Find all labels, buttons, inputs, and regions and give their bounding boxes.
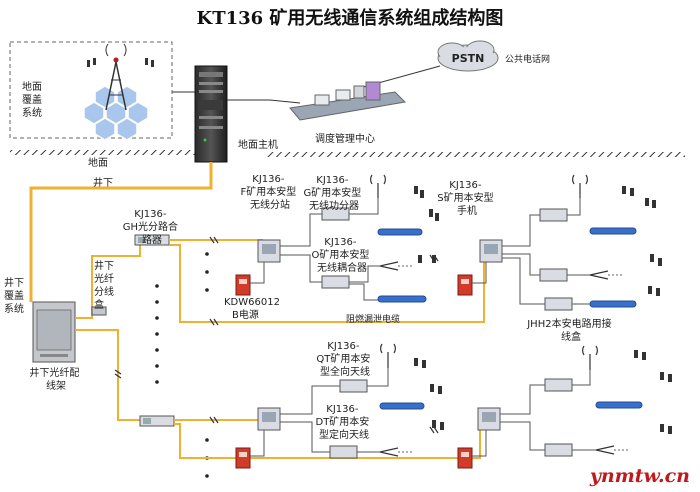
diagram-title: KT136 矿用无线通信系统组成结构图 [197,7,504,29]
pstn-cloud [437,40,499,72]
continuation-dots [155,252,209,478]
coax-bottom-right [500,370,596,451]
underground-level-label: 井下 [93,176,113,189]
leaky-cable-5 [379,402,425,410]
dispatch-center [289,81,407,121]
signal-lines-top [398,265,624,276]
dt-antenna-unit [329,445,358,459]
power-supply-right-bottom [457,447,473,469]
fiber-box-label: 井下 光纤 分线 盒 [94,259,117,311]
g-splitter-label: KJ136- G矿用本安型 无线功分器 [304,175,365,212]
fiber-to-gh-bottom [75,329,142,421]
fiber-frame-label: 井下光纤配 线架 [29,366,82,392]
cell-tower-icon [105,43,127,111]
coax-top-right [502,198,590,305]
leaky-cable-6 [595,401,643,409]
cellular-hexagons [83,85,149,141]
power-supply-top [235,274,251,296]
f-substation-top-right [479,239,503,263]
dt-antenna-unit-right [544,443,573,457]
s-handset-label: KJ136- S矿用本安型 手机 [437,180,497,217]
gh-splitter-bottom [139,415,175,427]
dispatch-label: 调度管理中心 [315,132,375,145]
handset-icons-underground [414,186,672,434]
underground-coverage-label: 井下 覆盖 系统 [4,276,27,315]
leaky-cable-2 [377,295,427,303]
handset-icons-surface [87,58,154,67]
qt-antenna-unit [339,379,368,393]
fiber-gh-to-f-top [169,239,263,258]
f-substation-top-left [257,239,281,263]
qt-antenna-label: KJ136- QT矿用本安 型全向天线 [316,341,373,378]
coax-bottom-left [280,368,389,453]
g-power-splitter-right [539,208,568,222]
link-host-dispatch [227,99,301,104]
ground-label: 地面 [88,156,108,169]
underground-ceiling-strip [265,152,685,157]
jhh2-junction-box [544,297,573,311]
antenna-icons-bottom [379,343,615,457]
fiber-main-trunk [29,162,213,302]
o-coupler-label: KJ136- O矿用本安型 无线耦合器 [311,237,372,274]
surface-coverage-box [9,41,173,139]
leaky-cable-4 [589,300,637,308]
fiber-split-box [91,306,107,316]
surface-host-label: 地面主机 [238,138,278,151]
watermark: ynmtw.cn [589,465,690,487]
surface-host-rack [194,65,228,163]
f-substation-bottom-right [477,407,501,431]
fiber-gh-to-f-top2 [169,244,485,323]
gh-splitter-label: KJ136- GH光分路合 路器 [123,209,181,246]
leaky-cable-label: 阻燃漏泄电缆 [346,313,400,325]
fiber-gh-to-f-bottom2 [174,423,481,459]
power-supply-right-top [457,274,473,296]
f-substation-bottom-left [257,407,281,431]
fiber-distribution-frame [32,301,76,363]
g-power-splitter [321,207,350,221]
dt-antenna-label: KJ136- DT矿用本安 型定向天线 [316,404,373,441]
power-supply-label: KDW66012 B电源 [224,297,283,321]
fiber-to-gh-top [75,238,141,319]
f-substation-label: KJ136- F矿用本安型 无线分站 [241,174,300,211]
coax-top-left [280,198,380,301]
pstn-label: PSTN [452,52,485,65]
leaky-cable-3 [589,227,637,235]
surface-ground-strip [10,150,208,155]
power-links [250,262,487,457]
o-coupler [321,275,350,289]
antenna-icons-top [370,174,609,280]
qt-antenna-unit-right [544,378,573,392]
o-coupler-right [539,268,568,282]
leaky-cable-1 [377,228,423,236]
surface-coverage-label: 地面 覆盖 系统 [22,80,45,119]
jhh2-label: JHH2本安电路用接 线盒 [526,317,615,343]
public-network-label: 公共电话网 [505,53,550,65]
power-supply-bottom [235,447,251,469]
